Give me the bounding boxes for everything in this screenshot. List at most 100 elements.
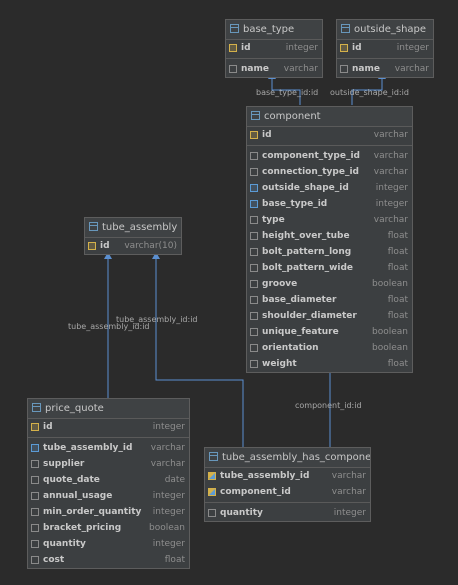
table-header[interactable]: component: [247, 107, 412, 127]
table-header[interactable]: price_quote: [28, 399, 189, 419]
column-type: integer: [152, 422, 185, 432]
column-type: boolean: [372, 327, 408, 337]
table-header[interactable]: tube_assembly_has_component: [205, 448, 370, 468]
column-type: varchar: [394, 64, 429, 74]
column-row[interactable]: id varchar(10): [85, 238, 181, 254]
column-name: shoulder_diameter: [262, 311, 357, 321]
table-title: price_quote: [45, 403, 104, 414]
table-icon: [230, 24, 239, 33]
column-type: varchar(10): [124, 241, 177, 251]
column-type: integer: [396, 43, 429, 53]
column-icon: [250, 312, 258, 320]
table-icon: [251, 111, 260, 120]
column-row[interactable]: id integer: [226, 40, 322, 56]
column-name: quote_date: [43, 475, 100, 485]
table-tube-assembly[interactable]: tube_assembly id varchar(10): [84, 217, 182, 255]
primary-key-icon: [229, 44, 237, 52]
column-type: varchar: [373, 130, 408, 140]
column-type: varchar: [373, 151, 408, 161]
column-name: id: [241, 43, 251, 53]
column-icon: [229, 65, 237, 73]
column-row[interactable]: height_over_tube float: [247, 228, 412, 244]
column-name: quantity: [43, 539, 86, 549]
column-type: varchar: [150, 443, 185, 453]
column-name: tube_assembly_id: [220, 471, 310, 481]
divider: [205, 502, 370, 503]
column-row[interactable]: id integer: [337, 40, 433, 56]
column-type: float: [164, 555, 185, 565]
column-type: float: [387, 311, 408, 321]
column-name: id: [352, 43, 362, 53]
column-icon: [31, 508, 39, 516]
column-icon: [250, 152, 258, 160]
column-name: id: [100, 241, 110, 251]
column-type: float: [387, 247, 408, 257]
column-type: integer: [375, 199, 408, 209]
column-type: integer: [285, 43, 318, 53]
column-row[interactable]: shoulder_diameter float: [247, 308, 412, 324]
column-icon: [250, 168, 258, 176]
column-name: orientation: [262, 343, 319, 353]
column-name: id: [43, 422, 53, 432]
column-type: integer: [375, 183, 408, 193]
edge-label-component: component_id:id: [295, 401, 362, 410]
table-header[interactable]: base_type: [226, 20, 322, 40]
edge-label-tube-assembly-2: tube_assembly_id:id: [68, 322, 150, 331]
column-name: base_diameter: [262, 295, 337, 305]
table-header[interactable]: tube_assembly: [85, 218, 181, 238]
column-icon: [250, 280, 258, 288]
column-icon: [250, 328, 258, 336]
edge-tahc-tube-assembly: [155, 253, 244, 447]
column-icon: [250, 216, 258, 224]
column-type: float: [387, 231, 408, 241]
table-title: tube_assembly_has_component: [222, 452, 370, 463]
edge-label-tube-assembly-1: tube_assembly_id:id: [116, 315, 198, 324]
column-row[interactable]: id integer: [28, 419, 189, 435]
table-title: outside_shape: [354, 24, 427, 35]
divider: [28, 437, 189, 438]
column-type: float: [387, 263, 408, 273]
table-tube-assembly-has-component[interactable]: tube_assembly_has_component tube_assembl…: [204, 447, 371, 522]
primary-key-icon: [88, 242, 96, 250]
column-type: boolean: [149, 523, 185, 533]
column-name: height_over_tube: [262, 231, 350, 241]
column-row[interactable]: base_type_id integer: [247, 196, 412, 212]
column-type: varchar: [373, 215, 408, 225]
table-icon: [209, 452, 218, 461]
column-type: varchar: [283, 64, 318, 74]
column-icon: [340, 65, 348, 73]
table-title: base_type: [243, 24, 295, 35]
foreign-key-icon: [250, 200, 258, 208]
table-header[interactable]: outside_shape: [337, 20, 433, 40]
column-name: base_type_id: [262, 199, 328, 209]
